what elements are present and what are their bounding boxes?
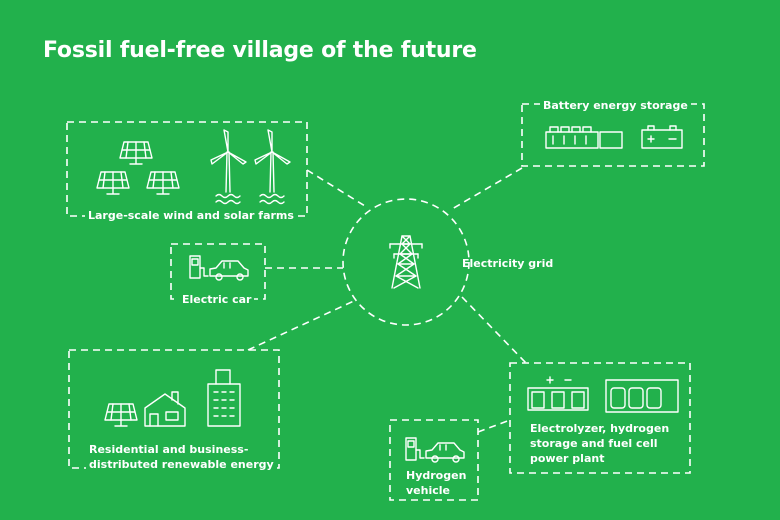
- office-building-icon: [207, 369, 241, 427]
- hydrogen-tank-icon: [605, 379, 679, 413]
- grid-label: Electricity grid: [462, 257, 554, 270]
- farms-label: Large-scale wind and solar farms: [85, 208, 297, 223]
- wind-turbine-icon: [210, 129, 291, 205]
- charging-station-icon: [189, 255, 209, 279]
- diagram-title: Fossil fuel-free village of the future: [43, 38, 477, 63]
- solar-panel-icon: [96, 141, 180, 195]
- farms-box: [66, 121, 308, 217]
- solar-panel-icon: [104, 403, 138, 427]
- connector-hvehicle: [477, 419, 511, 433]
- battery-icon: [641, 125, 683, 149]
- hydrogen-pump-icon: [405, 437, 425, 461]
- electrolyzer-label-line3: power plant: [530, 452, 605, 465]
- ecar-label: Electric car: [179, 292, 255, 307]
- house-icon: [144, 391, 186, 427]
- electrolyzer-label-line1: Electrolyzer, hydrogen: [527, 421, 673, 436]
- car-icon: [425, 442, 465, 463]
- electrolyzer-box: [509, 362, 691, 474]
- battery-label: Battery energy storage: [540, 98, 691, 113]
- battery-box: [521, 103, 705, 167]
- electrolyzer-label-line2: storage and fuel cell: [530, 437, 658, 450]
- battery-rack-icon: [545, 126, 623, 149]
- hvehicle-label-line2: vehicle: [403, 483, 453, 498]
- car-icon: [209, 260, 249, 281]
- connector-electrolyzer: [461, 296, 527, 364]
- electrolyzer-icon: [527, 376, 589, 411]
- hvehicle-label-line1: Hydrogen: [406, 469, 467, 482]
- connector-battery: [451, 167, 523, 210]
- residential-label-line1: Residential and business-: [86, 442, 252, 457]
- connector-farms: [306, 169, 366, 207]
- grid-circle: [342, 198, 470, 326]
- residential-label-line2: distributed renewable energy: [86, 457, 277, 472]
- transmission-tower-icon: [389, 235, 423, 289]
- ecar-box: [170, 243, 266, 300]
- connector-residential: [247, 299, 357, 351]
